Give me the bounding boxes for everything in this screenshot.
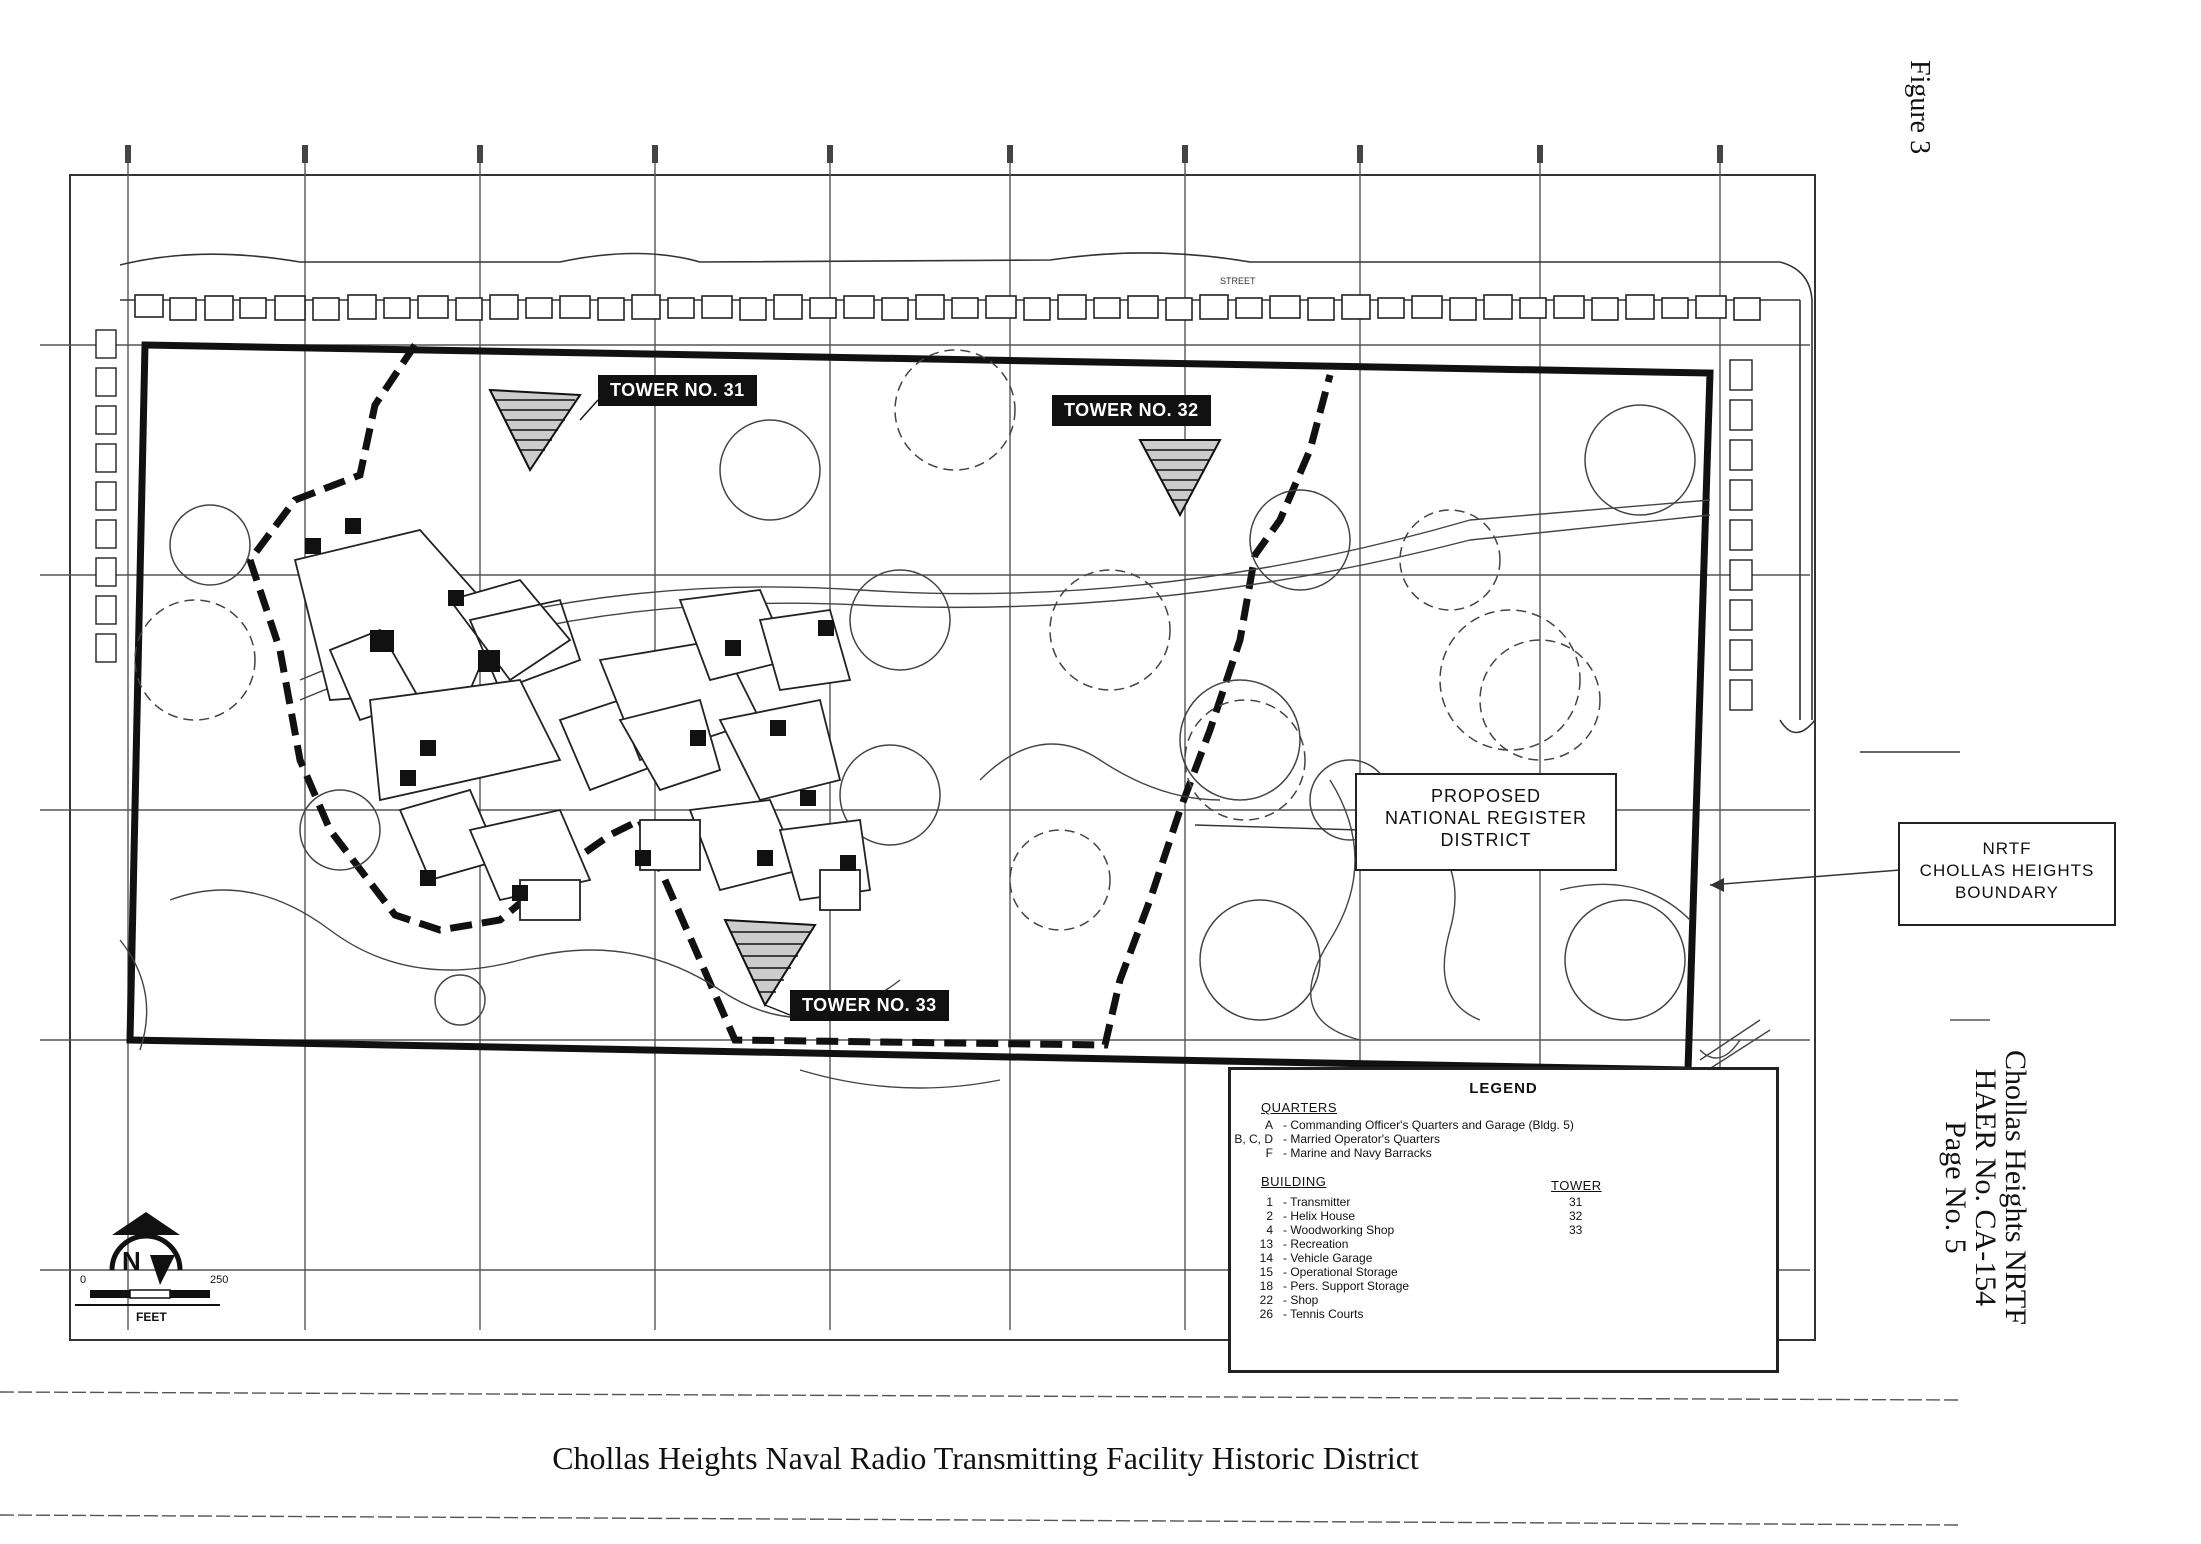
legend-desc: - Helix House: [1283, 1209, 1356, 1223]
legend-desc: - Woodworking Shop: [1283, 1223, 1395, 1237]
scale-max-label: 250: [210, 1274, 229, 1286]
map-frame: [69, 174, 1816, 1341]
figure-label: Figure 3: [1904, 60, 1935, 155]
legend-key: 14: [1259, 1251, 1273, 1265]
boundary-line2: CHOLLAS HEIGHTS: [1919, 861, 2095, 880]
building-cluster: [293, 528, 872, 921]
legend-row: 18 - Pers. Support Storage: [1231, 1279, 1409, 1293]
proposed-district-boundary: [246, 343, 1334, 1049]
legend-box: LEGEND QUARTERS A - Commanding Officer's …: [1228, 1067, 1779, 1373]
legend-desc: - Commanding Officer's Quarters and Gara…: [1283, 1118, 1574, 1132]
legend-tower-number: 31: [1569, 1195, 1583, 1209]
legend-building-header: BUILDING: [1261, 1174, 1327, 1189]
house-column-right: [1729, 359, 1753, 711]
tower-31-marker: [488, 388, 599, 472]
boundary-leader-line: [1709, 869, 1901, 886]
legend-desc: - Shop: [1283, 1293, 1319, 1307]
legend-key: B, C, D: [1234, 1132, 1273, 1146]
legend-row: F - Marine and Navy Barracks: [1231, 1146, 1432, 1160]
proposed-district-line2: NATIONAL REGISTER: [1384, 808, 1588, 828]
legend-row: 15 - Operational Storage: [1231, 1265, 1398, 1279]
haer-site-name: Chollas Heights NRTF: [1999, 1050, 2032, 1325]
haer-page-number: Page No. 5: [1939, 1121, 1972, 1254]
legend-key: 4: [1266, 1223, 1273, 1237]
legend-desc: - Recreation: [1283, 1237, 1349, 1251]
tower-31-label: TOWER NO. 31: [598, 375, 757, 406]
legend-desc: - Pers. Support Storage: [1283, 1279, 1410, 1293]
legend-tower-number: 32: [1569, 1209, 1583, 1223]
tower-33-label: TOWER NO. 33: [790, 990, 949, 1021]
legend-key: F: [1265, 1146, 1273, 1160]
antenna-fields: [134, 349, 1696, 1026]
legend-key: 1: [1266, 1195, 1273, 1209]
scale-bar: [75, 1289, 220, 1306]
legend-tower-number: 33: [1569, 1223, 1583, 1237]
legend-desc: - Marine and Navy Barracks: [1283, 1146, 1432, 1160]
legend-row: 22 - Shop: [1231, 1293, 1319, 1307]
house-row: [134, 294, 1761, 321]
boundary-arrowhead: [1710, 878, 1724, 892]
tower-33-marker: [723, 918, 817, 1016]
legend-desc: - Tennis Courts: [1283, 1307, 1364, 1321]
legend-quarters-header: QUARTERS: [1261, 1100, 1337, 1115]
legend-title: LEGEND: [1469, 1080, 1538, 1097]
boundary-line1: NRTF: [1982, 839, 2032, 858]
legend-desc: - Vehicle Garage: [1283, 1251, 1373, 1265]
legend-key: A: [1264, 1118, 1273, 1132]
legend-key: 22: [1259, 1293, 1273, 1307]
proposed-district-line3: DISTRICT: [1440, 830, 1532, 850]
legend-row: A - Commanding Officer's Quarters and Gar…: [1231, 1118, 1574, 1132]
legend-row: 2 - Helix House: [1231, 1209, 1355, 1223]
legend-key: 13: [1259, 1237, 1273, 1251]
caption-text: Chollas Heights Naval Radio Transmitting…: [552, 1440, 1419, 1476]
legend-key: 15: [1259, 1265, 1273, 1279]
tower-32-marker: [1138, 439, 1222, 518]
caption-rule-top: [0, 1391, 1961, 1401]
tower-32-label: TOWER NO. 32: [1052, 395, 1211, 426]
north-label: N: [122, 1246, 141, 1276]
district-leader-line: [1194, 824, 1361, 831]
legend-row: B, C, D - Married Operator's Quarters: [1231, 1132, 1440, 1146]
boundary-callout: NRTF CHOLLAS HEIGHTS BOUNDARY: [1898, 822, 2116, 926]
figure-caption: Chollas Heights Naval Radio Transmitting…: [0, 1440, 2201, 1477]
legend-desc: - Married Operator's Quarters: [1283, 1132, 1441, 1146]
legend-desc: - Transmitter: [1283, 1195, 1351, 1209]
legend-row: 26 - Tennis Courts: [1231, 1307, 1364, 1321]
legend-key: 18: [1259, 1279, 1273, 1293]
legend-desc: - Operational Storage: [1283, 1265, 1398, 1279]
street-label: STREET: [1220, 276, 1256, 286]
scale-zero-label: 0: [80, 1274, 87, 1286]
scale-units-label: FEET: [136, 1310, 167, 1324]
haer-reference-block: Chollas Heights NRTF HAER No. CA-154 Pag…: [1939, 1050, 2032, 1325]
legend-row: 4 - Woodworking Shop: [1231, 1223, 1394, 1237]
legend-key: 26: [1259, 1307, 1273, 1321]
legend-row: 1 - Transmitter: [1231, 1195, 1350, 1209]
legend-tower-header: TOWER: [1551, 1178, 1602, 1193]
legend-row: 13 - Recreation: [1231, 1237, 1349, 1251]
building-number-tags: [305, 518, 856, 901]
boundary-line3: BOUNDARY: [1954, 883, 2060, 902]
grid-ticks: [125, 145, 1723, 163]
haer-number: HAER No. CA-154: [1969, 1068, 2002, 1307]
caption-rule-bottom: [0, 1514, 1961, 1526]
house-column-left: [95, 329, 117, 663]
proposed-district-callout: PROPOSED NATIONAL REGISTER DISTRICT: [1355, 773, 1617, 871]
legend-row: 14 - Vehicle Garage: [1231, 1251, 1373, 1265]
north-arrow: [109, 1212, 183, 1285]
legend-key: 2: [1266, 1209, 1273, 1223]
proposed-district-line1: PROPOSED: [1430, 786, 1542, 806]
